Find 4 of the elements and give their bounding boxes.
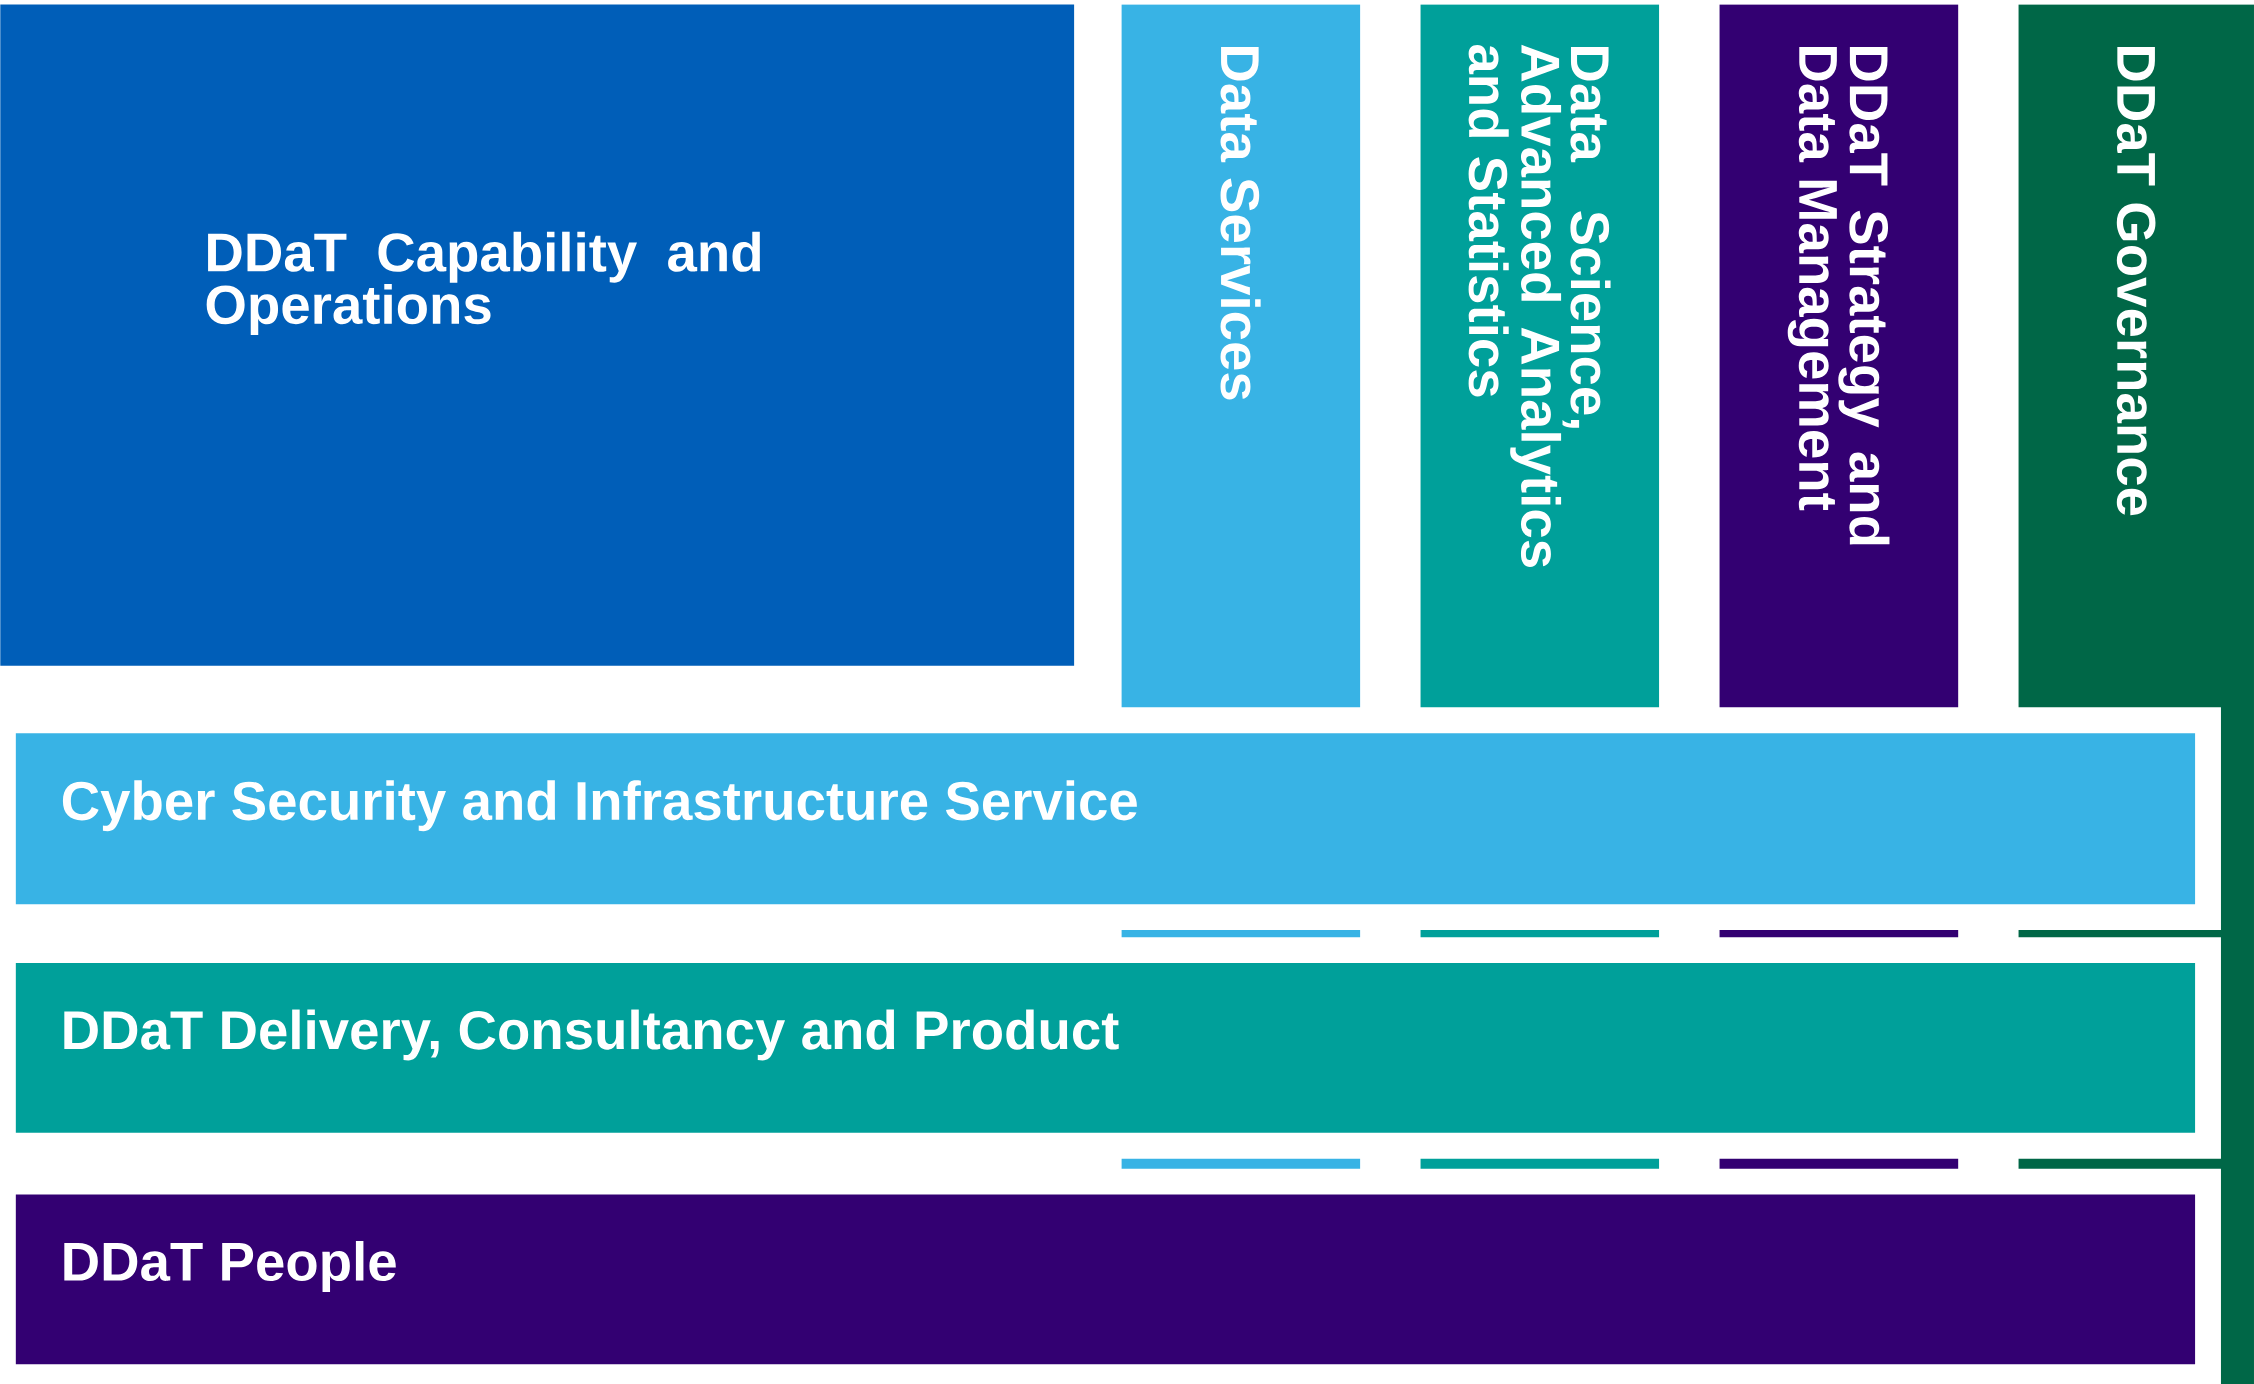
band: Cyber Security and Infrastructure Service [0, 707, 2221, 930]
band: DDaT People [0, 1168, 2221, 1384]
band: DDaT Delivery, Consultancy and Product [0, 937, 2221, 1159]
block: DDaT Capability and Operations [0, 4, 1075, 666]
